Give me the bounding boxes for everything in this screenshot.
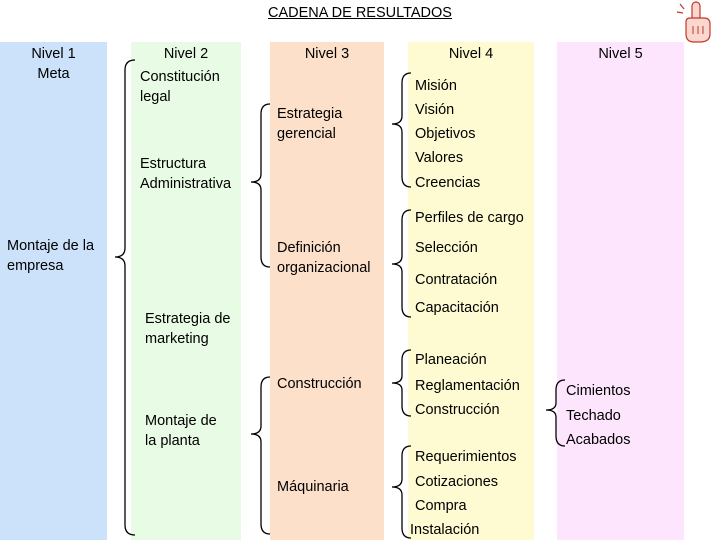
level-2-column <box>131 42 241 540</box>
l4-item: Selección <box>415 240 478 256</box>
l4-item: Perfiles de cargo <box>415 210 524 226</box>
l4-item: Creencias <box>415 175 481 191</box>
bracket-l1 <box>114 59 136 536</box>
l4-item: Objetivos <box>415 126 476 142</box>
bracket-l4-construccion <box>545 379 566 447</box>
level-3-column <box>270 42 384 540</box>
bracket-definicion <box>391 209 412 318</box>
l4-item: Instalación <box>410 522 480 538</box>
l5-item: Acabados <box>566 432 631 448</box>
pointing-hand-icon <box>676 1 711 43</box>
level-1-title: Nivel 1 <box>31 46 76 62</box>
l4-item: Planeación <box>415 352 487 368</box>
level-3-header: Nivel 3 <box>304 46 350 62</box>
level-1-column <box>0 42 107 540</box>
l4-item: Visión <box>415 102 455 118</box>
node-estrategia-marketing: Estrategia de marketing <box>145 311 231 347</box>
l5-item: Techado <box>566 408 621 424</box>
node-estrategia-gerencial: Estrategia gerencial <box>277 106 343 142</box>
node-constitucion-legal: Constitución legal <box>140 69 220 105</box>
l4-item: Capacitación <box>415 300 499 316</box>
l4-item: Misión <box>415 78 457 94</box>
node-estructura-administrativa: Estructura Administrativa <box>140 156 232 192</box>
l4-item: Reglamentación <box>415 378 520 394</box>
level-2-header: Nivel 2 <box>163 46 209 62</box>
bracket-planta <box>250 376 271 535</box>
l4-item: Compra <box>415 498 467 514</box>
bracket-estructura <box>250 103 271 268</box>
node-construccion-l3: Construcción <box>277 376 362 392</box>
l5-item: Cimientos <box>566 383 631 399</box>
l4-item: Requerimientos <box>415 449 517 465</box>
page-title: CADENA DE RESULTADOS <box>268 5 452 21</box>
node-montaje-empresa: Montaje de la empresa <box>7 238 95 274</box>
level-4-column <box>408 42 534 540</box>
bracket-construccion <box>391 349 412 417</box>
level-1-subtitle: Meta <box>37 66 70 82</box>
l4-item: Construcción <box>415 402 500 418</box>
level-5-header: Nivel 5 <box>598 46 643 62</box>
node-definicion-organizacional: Definición organizacional <box>277 240 371 276</box>
level-4-header: Nivel 4 <box>448 46 494 62</box>
bracket-estrategia <box>391 72 412 188</box>
l4-item: Valores <box>415 150 464 166</box>
node-montaje-planta: Montaje de la planta <box>145 413 217 449</box>
node-maquinaria: Máquinaria <box>277 479 349 495</box>
level-1-header: Nivel 1 Meta <box>0 44 107 84</box>
level-5-column <box>557 42 684 540</box>
bracket-maquinaria <box>391 445 412 539</box>
l4-item: Cotizaciones <box>415 474 499 490</box>
l4-item: Contratación <box>415 272 498 288</box>
